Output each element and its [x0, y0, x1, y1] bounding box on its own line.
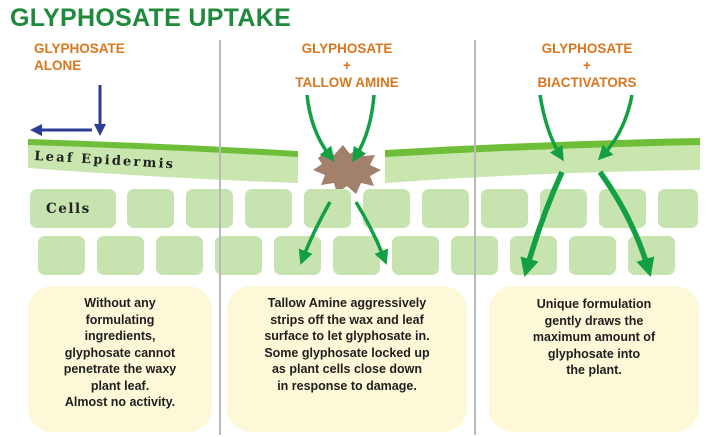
description-text-tallow-amine: Tallow Amine aggressively strips off the…	[227, 295, 467, 394]
damaged-epidermis-blob	[313, 145, 381, 194]
cells-label: Cells	[46, 201, 91, 217]
cells-row-2	[38, 236, 675, 275]
description-text-biactivators: Unique formulation gently draws the maxi…	[489, 296, 699, 379]
panel-divider-2	[474, 40, 476, 435]
cells-row-1	[30, 189, 698, 228]
blocked-arrows	[36, 85, 100, 130]
panel-divider-1	[219, 40, 221, 435]
description-text-glyphosate-alone: Without any formulating ingredients, gly…	[28, 295, 212, 411]
description-box-tallow-amine: Tallow Amine aggressively strips off the…	[227, 286, 467, 432]
description-box-biactivators: Unique formulation gently draws the maxi…	[489, 286, 699, 432]
description-box-glyphosate-alone: Without any formulating ingredients, gly…	[28, 286, 212, 432]
